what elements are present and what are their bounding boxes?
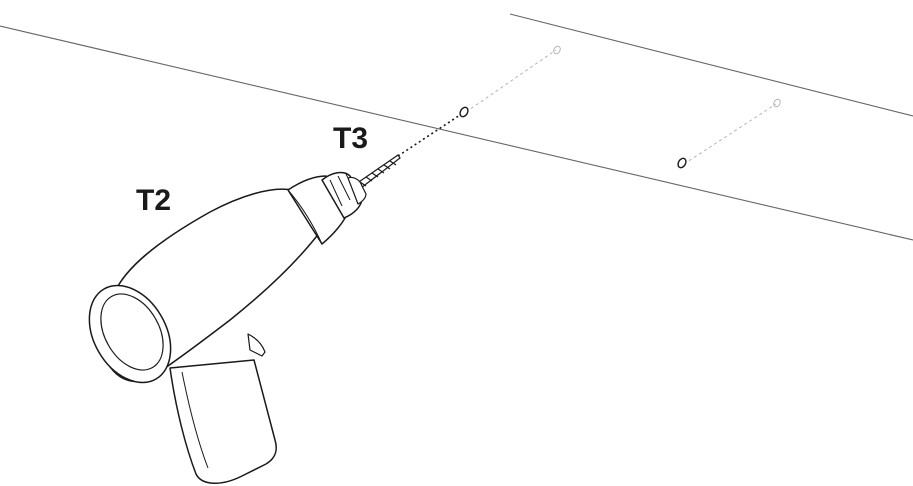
guide-line-1 [465,49,557,113]
drill-chuck-tip [347,176,367,205]
board-panel [0,13,913,241]
screw-hole-icon [459,106,469,118]
ghost-holes [465,45,781,165]
board-edge-top [0,25,913,241]
drill-bit-label: T3 [333,122,369,155]
screw-hole-icon [553,45,561,55]
power-drill-icon [88,171,367,484]
drill-rear-cap-inner [100,293,164,371]
drill-handle [169,359,278,484]
screw-hole-icon [773,98,781,108]
guide-line-2 [683,103,777,165]
board-holes [459,106,687,169]
drill-direction-line [397,114,461,157]
screw-hole-icon [677,157,687,169]
board-edge-back [509,13,913,117]
drill-handle-grip [181,371,209,469]
drill-label: T2 [136,184,172,217]
